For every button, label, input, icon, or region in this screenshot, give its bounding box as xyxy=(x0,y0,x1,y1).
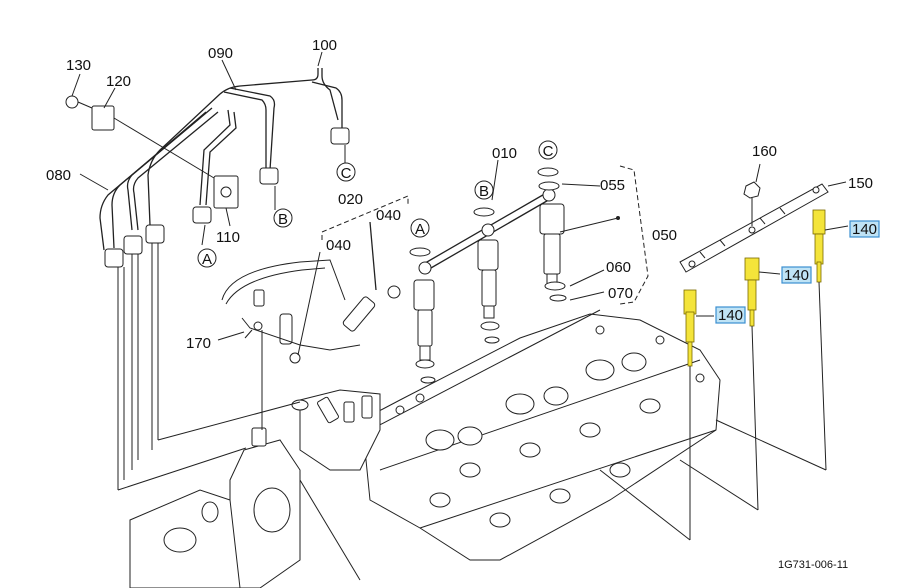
ref-marker-c-injector: C xyxy=(543,143,554,160)
glow-plug-lead xyxy=(679,181,829,273)
part-label-140-left[interactable]: 140 xyxy=(718,307,743,324)
part-label-040-lower[interactable]: 040 xyxy=(326,237,351,254)
ref-marker-c-upper: C xyxy=(341,165,352,182)
part-label-110[interactable]: 110 xyxy=(216,229,240,246)
ref-marker-b-injector: B xyxy=(479,183,489,200)
part-label-070[interactable]: 070 xyxy=(608,285,633,302)
return-pipe-assembly xyxy=(217,221,401,364)
injection-pump xyxy=(117,330,381,588)
ref-marker-b-left: B xyxy=(278,211,288,228)
part-label-090[interactable]: 090 xyxy=(208,45,233,62)
part-label-150[interactable]: 150 xyxy=(848,175,873,192)
part-label-100[interactable]: 100 xyxy=(312,37,337,54)
pipe-clamp xyxy=(65,95,239,209)
glow-plugs xyxy=(599,163,849,541)
cylinder-head xyxy=(361,309,721,561)
part-label-080[interactable]: 080 xyxy=(46,167,71,184)
part-label-050[interactable]: 050 xyxy=(652,227,677,244)
part-label-055[interactable]: 055 xyxy=(600,177,625,194)
part-label-120[interactable]: 120 xyxy=(106,73,131,90)
part-label-040-upper[interactable]: 040 xyxy=(376,207,401,224)
fuel-injection-pipes xyxy=(99,68,350,490)
part-label-130[interactable]: 130 xyxy=(66,57,91,74)
part-label-140-middle[interactable]: 140 xyxy=(784,267,809,284)
leader-lines-left xyxy=(71,51,346,246)
reference-markers: C B A A B C xyxy=(197,140,558,268)
drawing-code: 1G731-006-11 xyxy=(778,559,848,571)
part-label-020[interactable]: 020 xyxy=(338,191,363,208)
part-label-160[interactable]: 160 xyxy=(752,143,777,160)
ref-marker-a-left: A xyxy=(202,251,212,268)
highlighted-part-labels: 140 140 140 xyxy=(715,220,880,324)
part-labels: 130 120 090 100 080 110 020 040 040 170 … xyxy=(46,37,873,352)
part-label-060[interactable]: 060 xyxy=(606,259,631,276)
part-label-010[interactable]: 010 xyxy=(492,145,517,162)
ref-marker-a-injector: A xyxy=(415,221,425,238)
fuel-injectors xyxy=(409,159,649,384)
part-label-170[interactable]: 170 xyxy=(186,335,211,352)
part-label-140-right[interactable]: 140 xyxy=(852,221,877,238)
group-bracket-020 xyxy=(321,195,409,240)
